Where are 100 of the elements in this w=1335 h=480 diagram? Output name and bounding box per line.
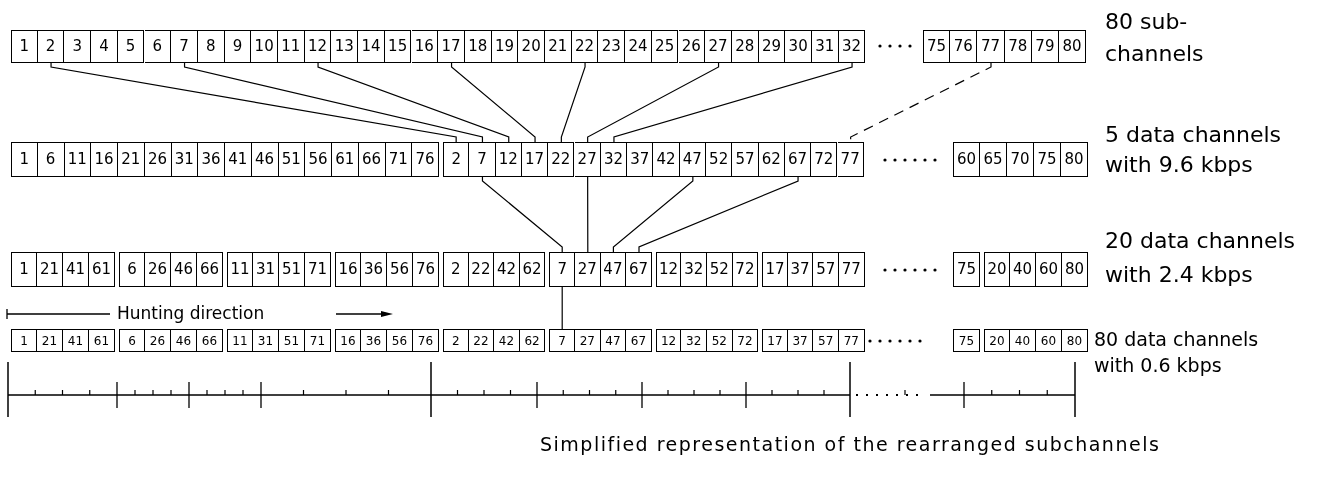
channel-cell: 3 (64, 30, 92, 63)
channel-cell: 22 (548, 142, 575, 177)
channel-cell: 26 (678, 30, 706, 63)
channel-cell: 66 (358, 142, 386, 177)
channel-cell: 60 (953, 142, 980, 177)
channel-cell: 14 (358, 30, 385, 63)
channel-cell: 19 (491, 30, 519, 63)
channel-cell: 20 (518, 30, 545, 63)
channel-cell: 77 (837, 142, 864, 177)
channel-cell: 4 (91, 30, 118, 63)
channel-cell: 75 (953, 252, 980, 287)
channel-cell: 7 (549, 252, 575, 287)
channel-cell: 67 (784, 142, 812, 177)
channel-cell: 17 (521, 142, 549, 177)
channel-cell: 77 (977, 30, 1005, 63)
channel-cell: 76 (412, 142, 439, 177)
channel-cell: 72 (811, 142, 838, 177)
channel-cell: 36 (361, 329, 387, 352)
channel-cell: 71 (385, 142, 413, 177)
channel-cell: 12 (655, 329, 682, 352)
channel-cell: 5 (117, 30, 145, 63)
connector-line (481, 176, 563, 253)
channel-cell: 51 (278, 142, 306, 177)
channel-cell: 41 (63, 329, 89, 352)
channel-cell: 56 (305, 142, 332, 177)
channel-cell: 71 (305, 252, 331, 287)
channel-cell: 46 (171, 252, 197, 287)
channel-cell: 75 (1034, 142, 1061, 177)
channel-cell: 31 (253, 252, 279, 287)
channel-cell: 46 (171, 329, 197, 352)
channel-cell: 32 (681, 252, 707, 287)
channel-cell: 26 (145, 252, 171, 287)
channel-cell: 67 (626, 329, 652, 352)
channel-cell: 2 (443, 142, 470, 177)
connector-line (587, 176, 589, 253)
channel-cell: 6 (37, 142, 65, 177)
channel-cell: 29 (758, 30, 786, 63)
channel-cell: 71 (305, 329, 331, 352)
channel-cell: 22 (468, 329, 495, 352)
channel-cell: 76 (413, 329, 439, 352)
channel-cell: 32 (600, 142, 628, 177)
channel-rate-label: Hunting direction (117, 302, 266, 324)
channel-cell: 61 (332, 142, 359, 177)
channel-cell: 21 (545, 30, 572, 63)
channel-cell: 72 (732, 329, 759, 352)
channel-cell: 41 (225, 142, 252, 177)
connector-line (50, 62, 457, 143)
channel-cell: 10 (251, 30, 278, 63)
channel-cell: 37 (787, 329, 814, 352)
channel-cell: 41 (63, 252, 89, 287)
channel-cell: 1 (11, 252, 37, 287)
channel-cell: 62 (519, 329, 546, 352)
channel-cell: 77 (839, 252, 865, 287)
channel-cell: 40 (1010, 329, 1036, 352)
channel-cell: 21 (37, 329, 63, 352)
channel-cell: 12 (655, 252, 682, 287)
channel-cell: 60 (1036, 252, 1062, 287)
channel-cell: 36 (198, 142, 225, 177)
channel-cell: 78 (1004, 30, 1032, 63)
channel-cell: 17 (438, 30, 465, 63)
channel-cell: 6 (119, 329, 145, 352)
channel-cell: 9 (224, 30, 252, 63)
connector-line (612, 176, 694, 253)
connector-line (587, 62, 720, 143)
channel-cell: 16 (411, 30, 439, 63)
channel-cell: 27 (575, 329, 601, 352)
channel-cell: 28 (731, 30, 759, 63)
channel-cell: 42 (494, 252, 520, 287)
channel-cell: 32 (838, 30, 866, 63)
connector-line (560, 62, 586, 143)
channel-cell: 27 (705, 30, 732, 63)
channel-cell: 75 (923, 30, 951, 63)
channel-cell: 2 (37, 30, 65, 63)
channel-cell: 40 (1010, 252, 1036, 287)
channel-cell: 7 (469, 142, 496, 177)
channel-cell: 79 (1031, 30, 1059, 63)
channel-rate-label: 5 data channels with 9.6 kbps (1105, 121, 1283, 179)
channel-cell: 62 (519, 252, 546, 287)
connector-line (613, 62, 853, 143)
channel-rate-label: 80 data channels with 0.6 kbps (1094, 327, 1260, 378)
channel-cell: 72 (732, 252, 759, 287)
channel-cell: 7 (549, 329, 575, 352)
channel-cell: 52 (707, 329, 733, 352)
channel-cell: 80 (1059, 30, 1087, 63)
channel-cell: 17 (762, 252, 788, 287)
channel-cell: 16 (335, 329, 361, 352)
channel-cell: 80 (1061, 142, 1088, 177)
channel-cell: 1 (11, 30, 38, 63)
channel-cell: 42 (494, 329, 520, 352)
channel-cell: 65 (980, 142, 1007, 177)
channel-cell: 47 (600, 252, 627, 287)
channel-cell: 24 (625, 30, 652, 63)
channel-cell: 15 (384, 30, 412, 63)
channel-cell: 2 (443, 252, 469, 287)
channel-cell: 11 (278, 30, 305, 63)
channel-cell: 23 (598, 30, 626, 63)
channel-cell: 51 (279, 252, 305, 287)
channel-cell: 61 (89, 329, 115, 352)
channel-cell: 51 (279, 329, 305, 352)
channel-cell: 36 (361, 252, 387, 287)
